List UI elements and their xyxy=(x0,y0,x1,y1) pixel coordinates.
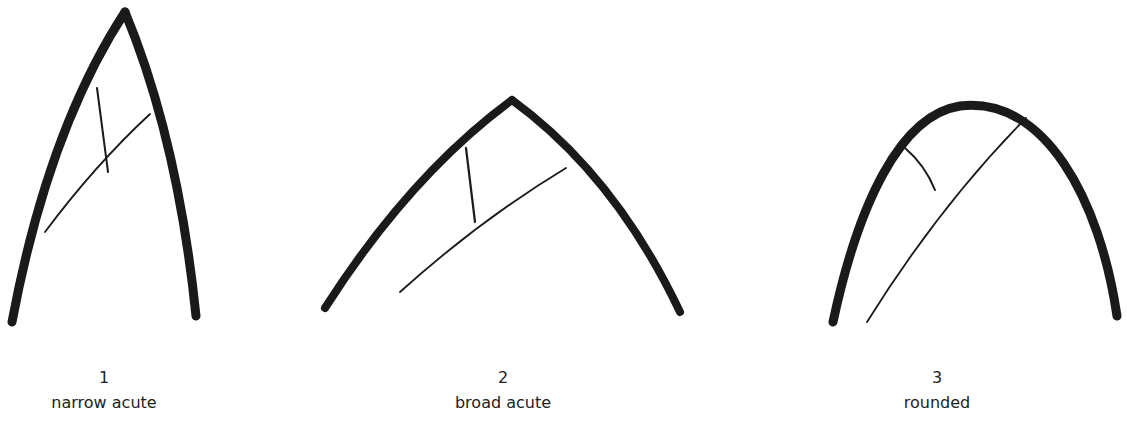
shape-name: broad acute xyxy=(455,393,551,412)
leaf-margin xyxy=(12,12,125,322)
leaf-margin xyxy=(512,100,680,312)
leaf-vein xyxy=(400,168,566,292)
figure-number: 3 xyxy=(932,368,942,387)
shape-name: rounded xyxy=(904,393,970,412)
leaf-vein xyxy=(466,148,475,222)
leaf-vein xyxy=(45,114,150,232)
leaf-margin xyxy=(125,12,196,316)
leaf-vein xyxy=(97,88,108,172)
figure-number: 2 xyxy=(498,368,508,387)
shape-name: narrow acute xyxy=(51,393,156,412)
leaf-vein xyxy=(867,118,1026,322)
figure-number: 1 xyxy=(99,368,109,387)
leaf-margin xyxy=(833,105,1117,322)
leaf-vein xyxy=(905,148,935,190)
